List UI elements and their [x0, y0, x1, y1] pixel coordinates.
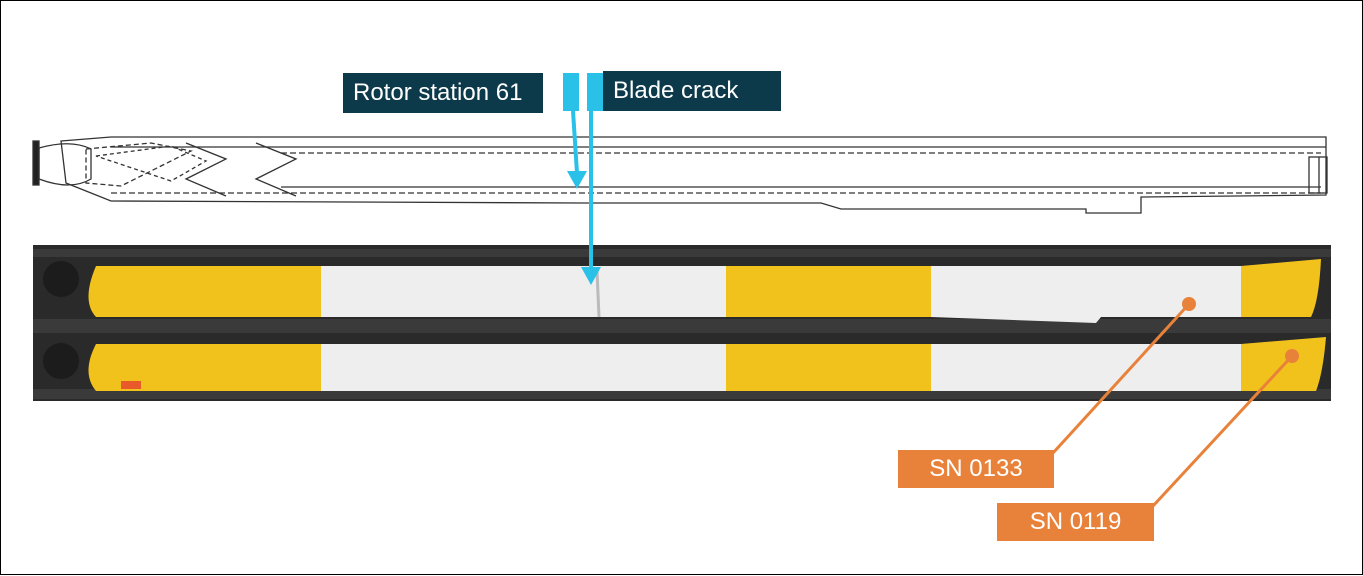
rotor-station-label: Rotor station 61	[343, 73, 543, 113]
sn-0133-leader	[1051, 302, 1191, 455]
rotor-station-accent	[563, 73, 579, 111]
blade-outline	[60, 136, 1327, 214]
blade-crack-label: Blade crack	[603, 71, 781, 111]
blade-photo-strip	[33, 245, 1331, 401]
sn-0119-label: SN 0119	[997, 503, 1154, 541]
sn-0119-leader	[1151, 354, 1294, 508]
root-fitting	[32, 140, 40, 186]
serial-leaders	[1051, 297, 1299, 508]
root-socket	[38, 143, 92, 186]
blade-sn-0119	[43, 337, 1326, 391]
blade-crack-accent	[587, 73, 603, 111]
callout-arrows	[567, 110, 601, 285]
blade-schematic	[32, 136, 1328, 214]
sn-0133-label: SN 0133	[898, 450, 1054, 488]
blade-sn-0133	[43, 259, 1321, 323]
sn-0119-dot	[1285, 349, 1299, 363]
rotor-station-arrow	[571, 110, 579, 174]
sn-0133-dot	[1182, 297, 1196, 311]
